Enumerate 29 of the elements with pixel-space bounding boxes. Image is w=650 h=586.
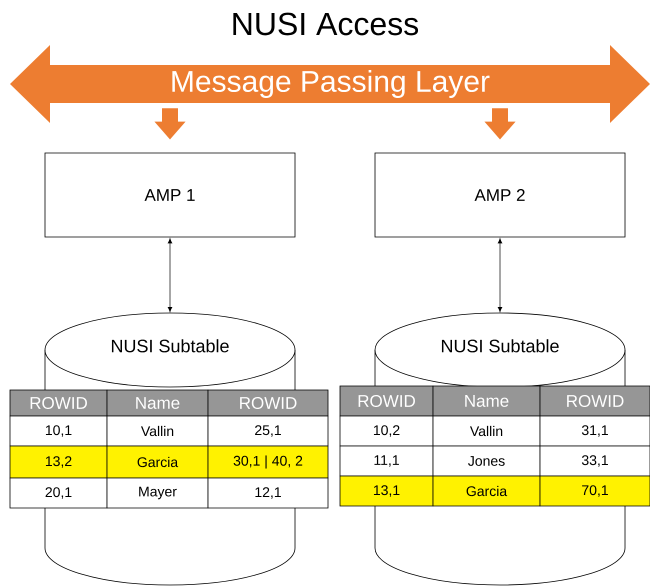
title: NUSI Access [233, 12, 418, 36]
table-cell: 13,1 [340, 476, 434, 506]
table-cell: Jones [432, 446, 540, 476]
table-cell: Mayer [106, 478, 208, 508]
table-cell: 33,1 [540, 446, 650, 476]
table-cell: 31,1 [540, 416, 650, 446]
process-box: AMP 2 [374, 152, 626, 238]
process-box: AMP 1 [44, 152, 296, 238]
table-cell: 25,1 [208, 416, 328, 446]
table-cell: 10,2 [340, 416, 434, 446]
table-cell: Vallin [432, 416, 540, 446]
table-cell: Vallin [106, 416, 208, 446]
table-cell: Garcia [432, 476, 540, 506]
header-cell: ROWID [10, 390, 108, 416]
table-cell: 70,1 [540, 476, 650, 506]
table-cell: 13,2 [10, 446, 108, 478]
table-cell: 20,1 [10, 478, 108, 508]
header-cell: ROWID [340, 386, 434, 416]
header-cell: Name [106, 390, 208, 416]
table-cell: 11,1 [340, 446, 434, 476]
arrow [168, 238, 172, 312]
header-cell: ROWID [208, 390, 328, 416]
table-cell: 10,1 [10, 416, 108, 446]
table-cell: 30,1 | 40, 2 [208, 446, 328, 478]
header-cell: ROWID [540, 386, 650, 416]
header-cell: Name [432, 386, 540, 416]
table-cell: 12,1 [208, 478, 328, 508]
arrow [498, 238, 502, 312]
table-cell: Garcia [106, 446, 208, 478]
